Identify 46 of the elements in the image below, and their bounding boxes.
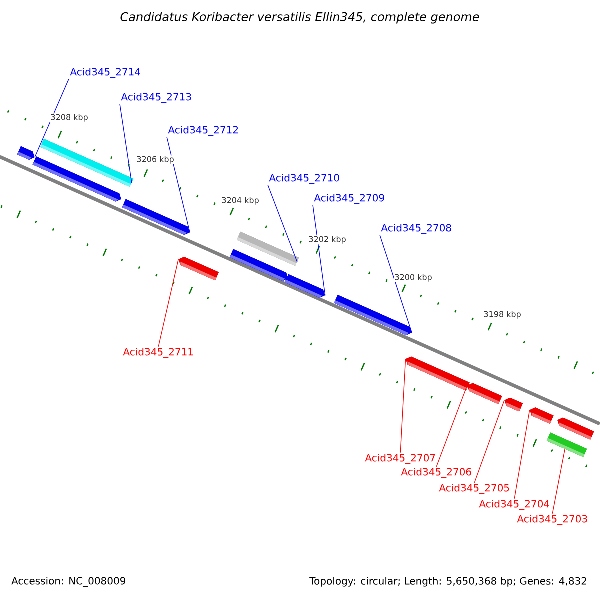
gene-bar — [236, 232, 300, 266]
gene-label: Acid345_2713 — [121, 93, 192, 103]
gene-label: Acid345_2703 — [517, 515, 588, 525]
gene-block — [178, 256, 220, 281]
leader-line — [268, 184, 298, 262]
gene-label: Acid345_2714 — [70, 68, 140, 78]
gene-label: Acid345_2705 — [439, 484, 510, 494]
scale-label: 3204 kbp — [221, 196, 260, 206]
scale-label: 3200 kbp — [394, 274, 433, 282]
scale-label: 3198 kbp — [483, 310, 522, 320]
leader-line — [400, 358, 406, 454]
leader-line — [436, 385, 468, 468]
gene-block — [406, 356, 470, 391]
leader-line — [474, 400, 505, 484]
leader-line — [34, 78, 70, 158]
gene-label: Acid345_2708 — [381, 224, 452, 234]
footer-note: Topology: circular; Length: 5,650,368 bp; Genes: 4,832 — [310, 577, 586, 587]
gene-block — [530, 408, 554, 424]
gene-block — [504, 398, 524, 412]
gene-block — [468, 383, 502, 404]
gene-block — [558, 418, 594, 440]
gene-label: Acid345_2704 — [479, 500, 550, 510]
gene-bar — [40, 138, 134, 188]
gene-label: Acid345_2712 — [168, 126, 238, 136]
gene-block — [122, 199, 190, 236]
scale-label: 3208 kbp — [50, 114, 89, 122]
leader-line — [552, 448, 566, 514]
leader-line — [158, 259, 179, 348]
gene-label: Acid345_2707 — [365, 454, 436, 464]
gene-bar — [546, 432, 588, 458]
gene-label: Acid345_2706 — [401, 468, 472, 478]
scale-label: 3202 kbp — [308, 236, 347, 244]
leader-line — [380, 234, 412, 334]
gene-block — [17, 146, 35, 160]
gene-block — [285, 274, 326, 298]
gene-label: Acid345_2711 — [123, 348, 194, 358]
scale-label: 3206 kbp — [136, 156, 175, 164]
leader-line — [166, 136, 190, 234]
leader-line — [514, 410, 530, 500]
leader-line — [120, 104, 132, 184]
footer-note: Accession: NC_008009 — [12, 577, 126, 587]
title: Candidatus Koribacter versatilis Ellin345, complete genome — [120, 12, 480, 24]
leader-line — [312, 204, 326, 296]
gene-label: Acid345_2709 — [314, 194, 384, 204]
gene-label: Acid345_2710 — [269, 174, 340, 184]
gene-block — [334, 295, 412, 336]
